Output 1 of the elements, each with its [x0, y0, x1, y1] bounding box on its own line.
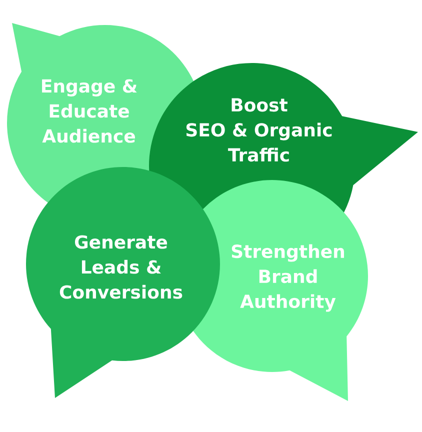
speech-bubble: Generate Leads & Conversions — [26, 167, 220, 398]
